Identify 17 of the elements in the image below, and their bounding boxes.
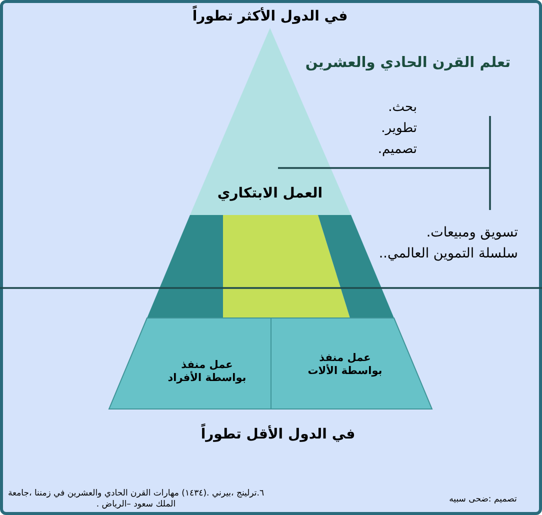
list-item: بحث. [388, 100, 417, 116]
credit-text: تصميم :ضحى سبيه [449, 494, 517, 506]
citation-text: ٦.ترلينج ،بيرني .(١٤٣٤) مهارات القرن الحادي والعشرين في زمننا ،جامعة الملك سعود –الرياض . [7, 488, 265, 510]
list-item: تطوير. [381, 120, 417, 138]
level-label: في الدول الأقل تطوراً [200, 426, 356, 444]
pyramid-tier [271, 318, 432, 409]
pyramid-tier [109, 318, 271, 409]
tier-label: عمل منفذ بواسطة الأفراد [166, 358, 248, 386]
level-label: في الدول الأكثر تطوراً [192, 8, 348, 26]
list-item: سلسلة التموين العالمي.. [378, 246, 518, 262]
pyramid-segment [147, 215, 223, 318]
tier-label: عمل منفذ بواسطة الألات [306, 352, 384, 378]
heading: تعلم القرن الحادي والعشرين [305, 54, 511, 72]
pyramid-segment [223, 215, 350, 318]
tier-label: العمل الابتكاري [217, 185, 323, 203]
list-item: تصميم. [378, 142, 417, 158]
list-item: تسويق ومبيعات. [426, 224, 518, 242]
